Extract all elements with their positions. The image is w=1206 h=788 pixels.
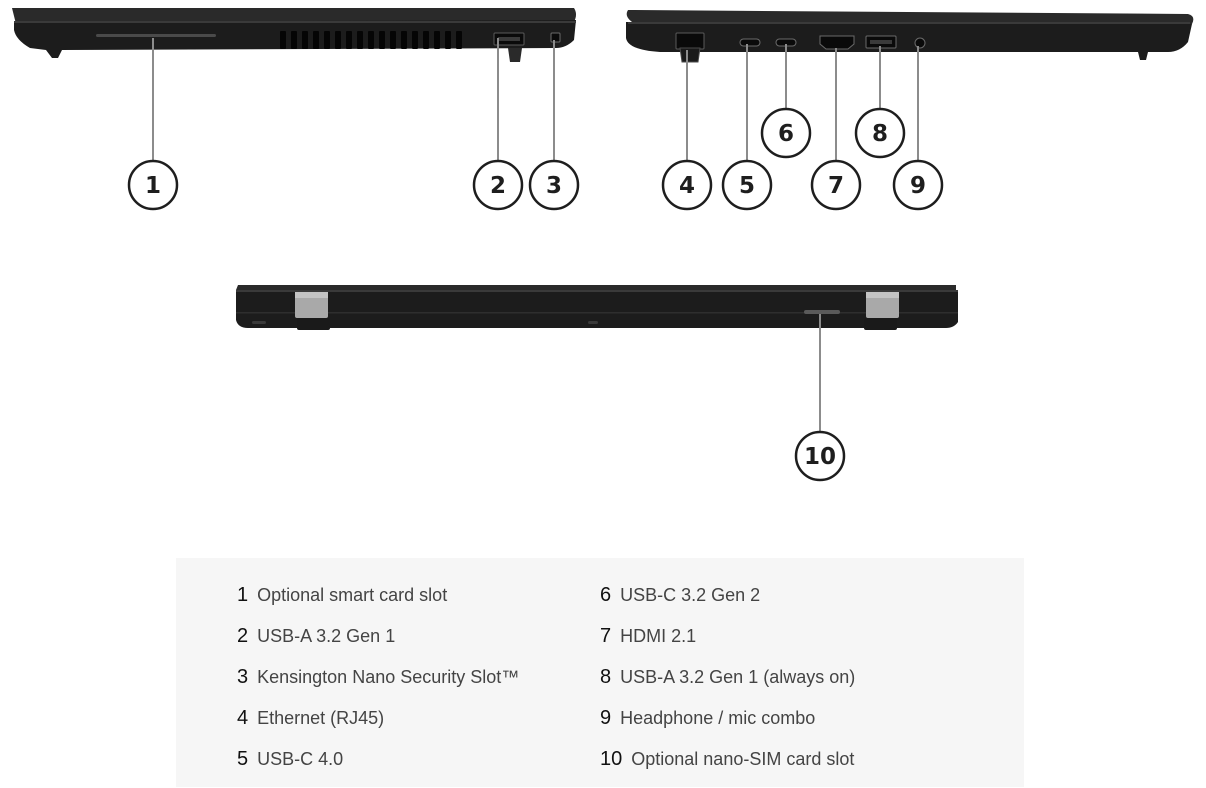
svg-text:7: 7 — [828, 173, 844, 199]
legend-item-6: 6 USB-C 3.2 Gen 2 — [600, 583, 760, 607]
laptop-left-side-view — [12, 8, 576, 62]
legend-label: Optional nano-SIM card slot — [631, 749, 855, 769]
ethernet-port — [675, 32, 705, 50]
svg-text:10: 10 — [804, 444, 836, 470]
air-vent-grille — [280, 31, 462, 49]
legend-label: Kensington Nano Security Slot™ — [257, 667, 520, 687]
legend-item-5: 5 USB-C 4.0 — [237, 747, 343, 771]
callout-5: 5 — [721, 159, 773, 211]
legend-label: USB-A 3.2 Gen 1 (always on) — [620, 667, 856, 687]
legend-number: 2 — [237, 625, 249, 647]
legend-number: 4 — [237, 707, 249, 729]
legend-item-10: 10 Optional nano-SIM card slot — [600, 747, 854, 771]
laptop-right-side-view — [626, 10, 1194, 63]
svg-text:4: 4 — [679, 173, 695, 199]
legend-label: USB-A 3.2 Gen 1 — [257, 626, 396, 646]
svg-text:8: 8 — [872, 121, 888, 147]
laptop-rear-view — [236, 285, 958, 330]
callout-8: 8 — [854, 107, 906, 159]
smart-card-slot-port — [96, 34, 216, 37]
legend-label: HDMI 2.1 — [620, 626, 697, 646]
svg-text:1: 1 — [145, 173, 161, 199]
callout-10: 10 — [794, 430, 846, 482]
legend-number: 7 — [600, 625, 612, 647]
legend-label: Optional smart card slot — [257, 585, 448, 605]
callout-3: 3 — [528, 159, 580, 211]
legend-item-1: 1 Optional smart card slot — [237, 583, 447, 607]
hinge-right — [864, 292, 899, 330]
legend-number: 3 — [237, 666, 249, 688]
headphone-jack-port — [914, 37, 926, 49]
legend-item-3: 3 Kensington Nano Security Slot™ — [237, 665, 519, 689]
usb-c-4-port — [739, 38, 761, 47]
hdmi-port — [819, 35, 855, 50]
security-slot-port — [550, 32, 561, 43]
legend-number: 6 — [600, 584, 612, 606]
legend-label: Ethernet (RJ45) — [257, 708, 385, 728]
legend-number: 5 — [237, 748, 249, 770]
legend-item-4: 4 Ethernet (RJ45) — [237, 706, 384, 730]
svg-text:6: 6 — [778, 121, 794, 147]
legend-number: 1 — [237, 584, 249, 606]
callout-9: 9 — [892, 159, 944, 211]
callout-1: 1 — [127, 159, 179, 211]
callout-2: 2 — [472, 159, 524, 211]
callout-7: 7 — [810, 159, 862, 211]
legend-number: 10 — [600, 748, 623, 770]
legend-item-7: 7 HDMI 2.1 — [600, 624, 696, 648]
legend-label: USB-C 4.0 — [257, 749, 344, 769]
leader-lines — [152, 38, 919, 432]
nano-sim-slot-port — [804, 310, 840, 314]
legend-number: 9 — [600, 707, 612, 729]
legend-label: USB-C 3.2 Gen 2 — [620, 585, 761, 605]
legend-item-8: 8 USB-A 3.2 Gen 1 (always on) — [600, 665, 855, 689]
svg-text:5: 5 — [739, 173, 755, 199]
legend-label: Headphone / mic combo — [620, 708, 816, 728]
callout-6: 6 — [760, 107, 812, 159]
svg-text:2: 2 — [490, 173, 506, 199]
callout-4: 4 — [661, 159, 713, 211]
legend-number: 8 — [600, 666, 612, 688]
hinge-left — [295, 292, 330, 330]
svg-text:3: 3 — [546, 173, 562, 199]
legend-item-2: 2 USB-A 3.2 Gen 1 — [237, 624, 395, 648]
svg-text:9: 9 — [910, 173, 926, 199]
legend-item-9: 9 Headphone / mic combo — [600, 706, 815, 730]
